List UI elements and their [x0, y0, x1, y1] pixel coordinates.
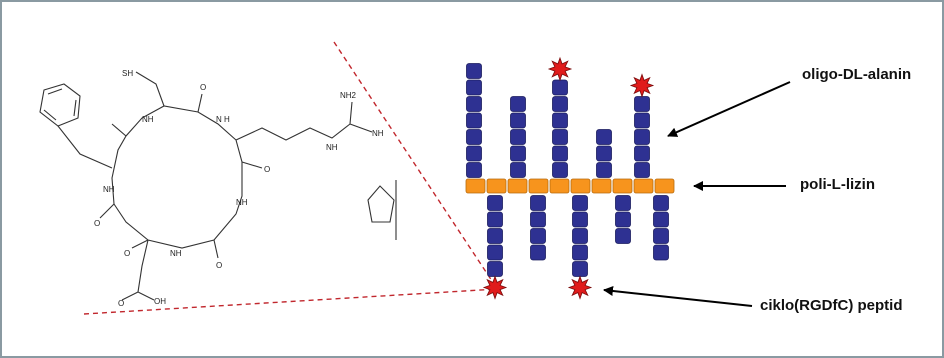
lysine-monomer: [654, 178, 675, 194]
alanine-monomer: [596, 162, 612, 178]
alanine-monomer: [653, 211, 669, 228]
arrow-oligo: [667, 81, 791, 137]
atom-nh2: NH2: [340, 91, 357, 100]
peptide-star: [629, 73, 655, 98]
atom-o-bottom-right: O: [216, 261, 222, 270]
alanine-monomer: [572, 228, 588, 244]
alanine-monomer: [552, 96, 568, 112]
alanine-monomer: [487, 211, 503, 228]
alanine-monomer: [634, 112, 650, 129]
alanine-monomer: [615, 195, 631, 211]
alanine-monomer: [487, 228, 503, 244]
atom-nh-guanidine: NH: [326, 143, 338, 152]
alanine-monomer: [530, 195, 546, 211]
zoom-line-bottom: [83, 288, 490, 315]
alanine-monomer: [466, 79, 482, 96]
alanine-monomer: [510, 145, 526, 162]
alanine-monomer: [466, 63, 482, 79]
benzyl-link: [57, 125, 113, 169]
macrocycle-ring: [111, 105, 243, 249]
alanine-monomer: [572, 211, 588, 228]
atom-nh-bottom: NH: [170, 249, 182, 258]
small-ring: [367, 180, 397, 240]
lysine-monomer: [570, 178, 591, 194]
atom-h-top-right: H: [224, 115, 230, 124]
lysine-monomer: [528, 178, 549, 194]
atom-o-left: O: [94, 219, 100, 228]
lysine-monomer: [633, 178, 654, 194]
aspartic-side-chain: [121, 239, 155, 301]
alanine-monomer: [552, 129, 568, 145]
alanine-monomer: [634, 162, 650, 178]
alanine-monomer: [466, 96, 482, 112]
alanine-monomer: [510, 112, 526, 129]
label-oligo-alanine: oligo-DL-alanin: [802, 66, 912, 83]
atom-o-acid: O: [118, 299, 124, 308]
alanine-monomer: [487, 261, 503, 277]
alanine-monomer: [596, 129, 612, 145]
label-peptide: ciklo(RGDfC) peptid: [760, 297, 903, 314]
atom-o-top: O: [200, 83, 206, 92]
alanine-monomer: [466, 129, 482, 145]
carbonyl-bonds: [99, 93, 263, 259]
alanine-monomer: [634, 129, 650, 145]
atom-nh-left: NH: [103, 185, 115, 194]
alanine-monomer: [552, 79, 568, 96]
atom-nh-top-left: NH: [142, 115, 154, 124]
lysine-monomer: [465, 178, 486, 194]
lysine-monomer: [507, 178, 528, 194]
alanine-monomer: [510, 162, 526, 178]
zoom-lines: [83, 41, 492, 315]
atom-sh: SH: [122, 69, 133, 78]
cyclic-peptide-structure: [39, 71, 397, 301]
atom-n-top-right: N: [216, 115, 222, 124]
lysine-monomer: [591, 178, 612, 194]
lysine-monomer: [486, 178, 507, 194]
alanine-monomer: [466, 145, 482, 162]
phenyl-ring: [39, 83, 81, 127]
alanine-monomer: [634, 96, 650, 112]
lysine-monomer: [612, 178, 633, 194]
atom-labels: SH NH N H NH NH NH OH O NH2 NH NH O O O …: [94, 69, 384, 308]
alanine-monomer: [487, 195, 503, 211]
arginine-side-chain: [235, 101, 373, 141]
alanine-monomer: [653, 228, 669, 244]
alanine-monomer: [466, 162, 482, 178]
alanine-monomer: [530, 228, 546, 244]
alanine-monomer: [634, 145, 650, 162]
alanine-monomer: [572, 195, 588, 211]
alanine-monomer: [487, 244, 503, 261]
polymer-schematic: [465, 56, 675, 300]
alanine-monomer: [572, 244, 588, 261]
lysine-monomer: [549, 178, 570, 194]
peptide-star: [547, 56, 573, 82]
alanine-monomer: [596, 145, 612, 162]
alanine-monomer: [466, 112, 482, 129]
atom-o-right: O: [264, 165, 270, 174]
cysteine-side-chain: [135, 71, 165, 107]
zoom-line-top: [333, 41, 492, 280]
atom-nh-right: NH: [236, 198, 248, 207]
alanine-monomer: [530, 211, 546, 228]
label-polylysine: poli-L-lizin: [800, 176, 875, 193]
alanine-monomer: [510, 96, 526, 112]
peptide-star: [482, 275, 508, 300]
alanine-monomer: [552, 145, 568, 162]
alanine-monomer: [615, 211, 631, 228]
atom-o-bottom-left: O: [124, 249, 130, 258]
alanine-monomer: [510, 129, 526, 145]
alanine-monomer: [552, 162, 568, 178]
peptide-star: [567, 275, 593, 300]
atom-nh-imine: NH: [372, 129, 384, 138]
arrows: [603, 81, 791, 307]
alanine-monomer: [552, 112, 568, 129]
arrow-peptide: [603, 285, 753, 307]
alanine-monomer: [653, 244, 669, 261]
alanine-monomer: [530, 244, 546, 261]
atom-oh: OH: [154, 297, 166, 306]
alanine-monomer: [572, 261, 588, 277]
alanine-monomer: [653, 195, 669, 211]
alanine-monomer: [615, 228, 631, 244]
